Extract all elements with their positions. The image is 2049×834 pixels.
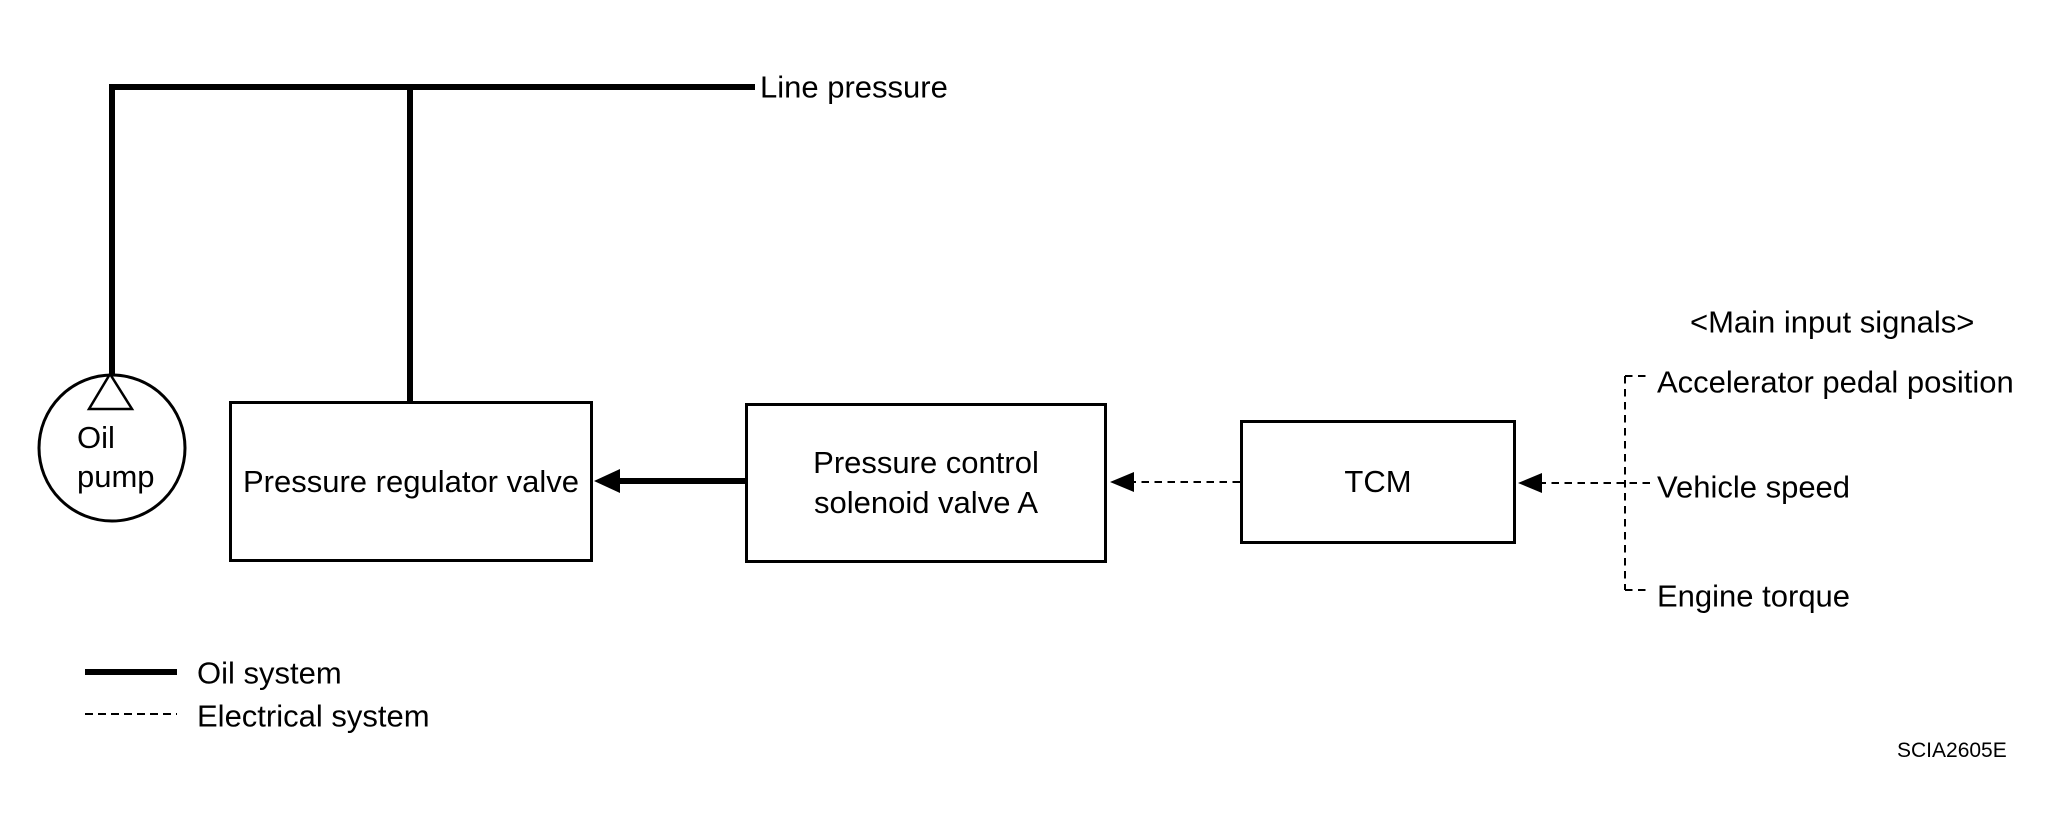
electrical-arrow-tcm-to-solenoid-head	[1110, 472, 1134, 492]
oil-pump-triangle-icon	[86, 371, 135, 411]
legend-electrical-system-label: Electrical system	[197, 698, 430, 734]
signal-vehicle-speed: Vehicle speed	[1657, 469, 1851, 505]
oil-pump-label: Oil pump	[77, 420, 155, 494]
node-pressure-control-solenoid-valve: Pressure control solenoid valve A	[745, 403, 1107, 563]
node-tcm: TCM	[1240, 420, 1516, 544]
signal-engine-torque: Engine torque	[1657, 578, 1851, 614]
oil-arrow-head	[594, 469, 620, 493]
node-pressure-control-solenoid-valve-label: Pressure control solenoid valve A	[813, 445, 1039, 520]
legend-oil-system-label: Oil system	[197, 655, 342, 691]
node-tcm-label: TCM	[1344, 464, 1412, 499]
main-input-signals-title: <Main input signals>	[1690, 304, 1975, 340]
signal-accelerator-pedal-position: Accelerator pedal position	[1657, 364, 2014, 400]
node-pressure-regulator-valve-label: Pressure regulator valve	[243, 463, 579, 499]
figure-code: SCIA2605E	[1897, 739, 2007, 762]
electrical-arrow-signals-to-tcm-head	[1518, 473, 1542, 493]
node-pressure-regulator-valve: Pressure regulator valve	[229, 401, 593, 562]
line-pressure-label: Line pressure	[760, 69, 948, 105]
